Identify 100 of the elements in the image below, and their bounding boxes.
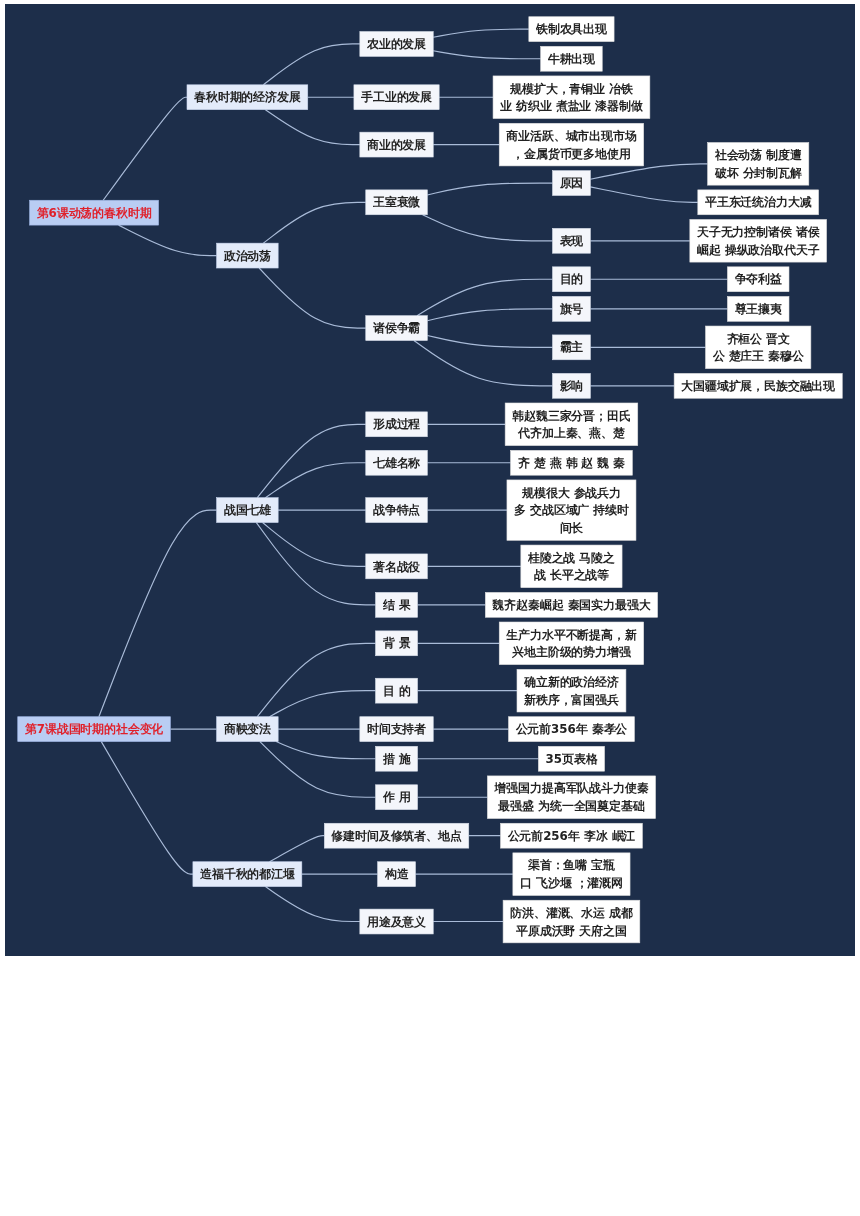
node-box bbox=[485, 592, 658, 618]
connector bbox=[416, 642, 500, 644]
connector bbox=[589, 346, 707, 348]
connector bbox=[102, 96, 188, 201]
connector bbox=[118, 224, 218, 257]
connector bbox=[432, 144, 500, 146]
connector bbox=[426, 308, 554, 322]
connector bbox=[468, 835, 502, 837]
node-box bbox=[375, 630, 418, 657]
node-box bbox=[552, 228, 591, 254]
connector bbox=[416, 796, 488, 798]
node-box bbox=[375, 592, 418, 618]
connector bbox=[589, 163, 709, 180]
node-box bbox=[506, 479, 637, 541]
connector bbox=[416, 690, 518, 692]
connector bbox=[416, 278, 554, 317]
connector bbox=[416, 604, 486, 606]
node-box bbox=[186, 84, 309, 110]
node-box bbox=[216, 497, 279, 523]
connector bbox=[98, 509, 218, 718]
node-box bbox=[375, 784, 418, 810]
connector bbox=[432, 28, 530, 38]
connector bbox=[255, 521, 377, 606]
connector bbox=[413, 339, 554, 387]
connector bbox=[432, 920, 504, 923]
connector bbox=[426, 423, 506, 425]
node-box bbox=[727, 266, 790, 292]
node-box bbox=[365, 315, 428, 341]
node-box bbox=[500, 822, 643, 849]
node-box bbox=[552, 170, 591, 196]
connector bbox=[268, 835, 325, 863]
node-box bbox=[216, 242, 279, 269]
connector bbox=[301, 873, 379, 875]
node-box bbox=[510, 450, 633, 476]
connector bbox=[416, 758, 539, 760]
node-box bbox=[498, 123, 644, 167]
node-box bbox=[29, 199, 159, 226]
connector bbox=[589, 240, 691, 242]
node-box bbox=[359, 131, 434, 158]
connector bbox=[262, 201, 367, 244]
node-box bbox=[552, 334, 591, 361]
connector bbox=[277, 509, 367, 511]
node-box bbox=[504, 402, 639, 446]
connector bbox=[432, 728, 510, 730]
node-box bbox=[359, 31, 434, 57]
node-box bbox=[192, 861, 303, 887]
node-box bbox=[359, 716, 434, 742]
connector bbox=[268, 690, 377, 718]
node-box bbox=[697, 189, 819, 216]
node-box bbox=[17, 716, 171, 742]
connector bbox=[432, 50, 542, 60]
node-box bbox=[540, 46, 603, 72]
connector bbox=[426, 462, 512, 464]
connector bbox=[169, 728, 218, 730]
node-box bbox=[324, 822, 470, 849]
node-box bbox=[673, 373, 843, 399]
node-box bbox=[705, 325, 812, 369]
mind-map-panel: 第6课动荡的春秋时期 春秋时期的经济发展 农业的发展 铁制农具出现 牛耕出现 手工业的发展 规模扩大，青铜业 冶铁业 纺织业 煮盐业 漆器制做 商业的发展 商业活跃、城市出现市场，金属货币更多地使用 政治动荡 王室衰微 原因 社会动荡 制度遭破坏 分封制瓦解 平王东迁统治力大减 表现 天子无力控制诸侯 诸侯崛起 操纵政治取代天子 诸侯争霸 目的 争夺利益 旗号 尊王攘夷 霸主 齐桓公 晋文公 楚庄王 秦穆公 影响 大国疆域扩展，民族交融出现 第7课战国时期的社会变化 战国七雄 形成过程 韩赵魏三家分晋；田氏代齐加上秦、燕、楚 七雄名称 齐 楚 燕 韩 赵 魏 秦 战争特点 规模很大 参战兵力多 交战区域广 持续时间长 著名战役 桂陵之战 马陵之战 长平之战等 结 果 魏齐赵秦崛起 秦国实力最强大 商鞅变法 背 景 生产力水平不断提高，新兴地主阶级的势力增强 目 的 确立新的政治经济新秩序，富国强兵 时间支持者 公元前356年 秦孝公 措 施 35页表格 作 用 增强国力提高军队战斗力使秦最强盛 为统一全国奠定基础 造福千秋的都江堰 修建时间及修筑者、地点 公元前256年 李冰 岷江 构造 渠首：鱼嘴 宝瓶口 飞沙堰 ；灌溉网 用途及意义 防洪、灌溉、水运 成都平原成沃野 天府之国 bbox=[5, 4, 855, 956]
connector bbox=[421, 214, 554, 242]
node-box bbox=[377, 861, 416, 887]
connector bbox=[426, 334, 554, 348]
node-box bbox=[365, 189, 428, 216]
node-box bbox=[365, 450, 428, 476]
connector bbox=[277, 728, 361, 730]
node-box bbox=[365, 411, 428, 437]
connector bbox=[589, 278, 728, 280]
connector bbox=[275, 741, 377, 760]
node-box bbox=[502, 899, 641, 944]
connector bbox=[438, 96, 494, 98]
node-box bbox=[365, 497, 428, 523]
node-box bbox=[375, 746, 418, 772]
connector bbox=[589, 308, 728, 310]
connector bbox=[426, 509, 508, 511]
connector bbox=[307, 96, 355, 98]
node-box bbox=[520, 544, 623, 588]
connector bbox=[414, 873, 514, 875]
node-box bbox=[216, 716, 279, 742]
node-box bbox=[727, 296, 790, 322]
node-box bbox=[516, 669, 627, 713]
node-box bbox=[689, 219, 827, 263]
connector bbox=[264, 109, 361, 146]
node-box bbox=[492, 75, 651, 119]
connector bbox=[589, 186, 699, 203]
connector bbox=[258, 267, 367, 329]
connector bbox=[426, 182, 554, 196]
connector bbox=[259, 741, 377, 798]
connector bbox=[256, 423, 367, 499]
node-box bbox=[707, 142, 810, 186]
connector bbox=[100, 741, 194, 875]
node-box bbox=[487, 775, 656, 819]
connector bbox=[589, 385, 675, 387]
node-box bbox=[365, 553, 428, 580]
connector bbox=[256, 642, 377, 718]
node-box bbox=[552, 266, 591, 292]
node-box bbox=[375, 677, 418, 704]
node-box bbox=[498, 621, 644, 665]
node-box bbox=[552, 373, 591, 399]
connector bbox=[264, 462, 367, 499]
node-box bbox=[359, 908, 434, 935]
node-box bbox=[353, 84, 440, 110]
